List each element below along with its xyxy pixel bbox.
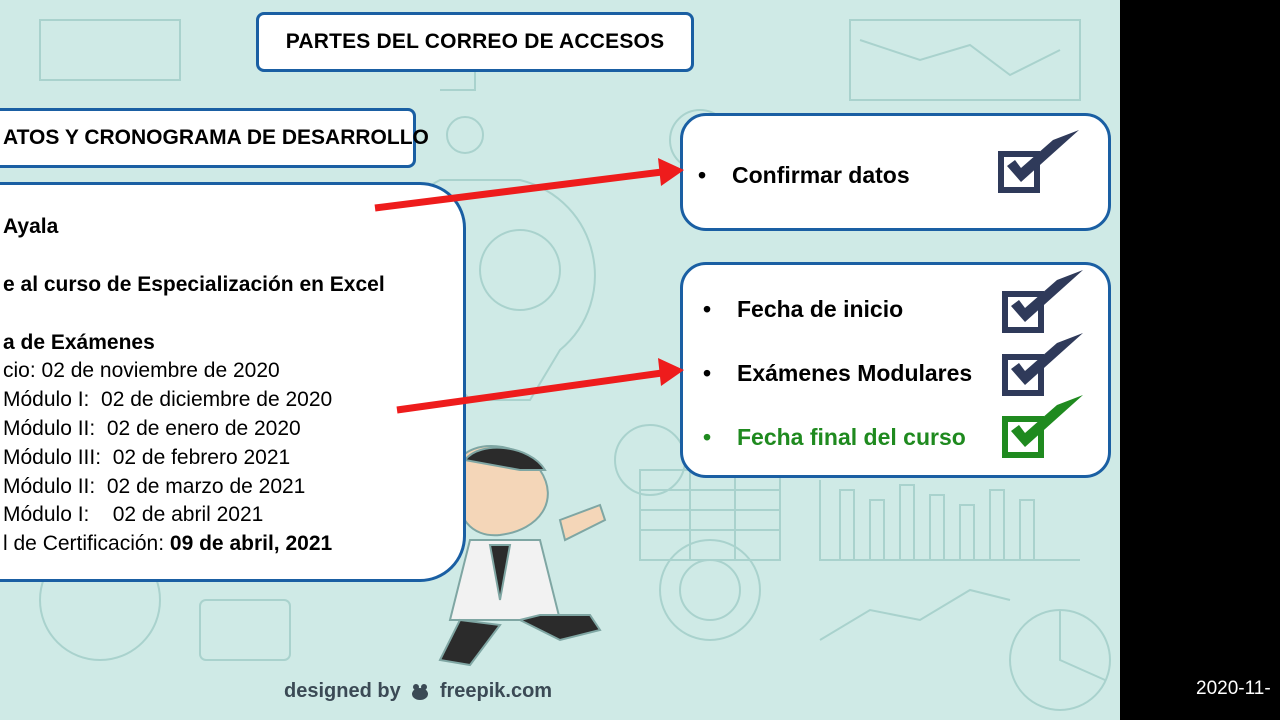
bullet: • bbox=[698, 162, 707, 188]
module-date-line: Módulo I: 02 de abril 2021 bbox=[3, 503, 264, 526]
watermark-brand: freepik.com bbox=[439, 680, 553, 702]
presentation-slide: PARTES DEL CORREO DE ACCESOS ATOS Y CRON… bbox=[0, 0, 1120, 720]
freepik-watermark: designed by freepik.com bbox=[284, 680, 552, 703]
recipient-name: Ayala bbox=[3, 215, 59, 238]
course-welcome-line: e al curso de Especialización en Excel bbox=[3, 273, 385, 296]
check-mark-icon bbox=[998, 130, 1079, 193]
slide-title-box: PARTES DEL CORREO DE ACCESOS bbox=[256, 12, 694, 72]
background-doodles bbox=[39, 19, 1111, 711]
bullet: • bbox=[703, 296, 712, 322]
checklist-item-label: Exámenes Modulares bbox=[737, 360, 973, 386]
watermark-prefix: designed by bbox=[284, 680, 401, 702]
video-timestamp: 2020-11- bbox=[1196, 678, 1271, 699]
checklist-item-label: Confirmar datos bbox=[732, 162, 910, 188]
module-date-line: Módulo II: 02 de enero de 2020 bbox=[3, 417, 301, 440]
section-title-box: ATOS Y CRONOGRAMA DE DESARROLLO bbox=[0, 108, 429, 168]
check-mark-icon bbox=[1002, 333, 1083, 396]
confirm-data-box: • Confirmar datos bbox=[680, 113, 1111, 231]
checklist-item-start-date: • Fecha de inicio bbox=[703, 296, 903, 323]
certification-label: l de Certificación: bbox=[3, 532, 170, 555]
freepik-logo-icon bbox=[412, 683, 429, 700]
checklist-item-modular-exams: • Exámenes Modulares bbox=[703, 360, 972, 387]
dates-checklist-box: • Fecha de inicio • Exámenes Modulares • Fe… bbox=[680, 262, 1111, 478]
slide-title: PARTES DEL CORREO DE ACCESOS bbox=[285, 30, 665, 53]
email-content-box: Ayala e al curso de Especialización en E… bbox=[0, 182, 466, 582]
checklist-item-label: Fecha de inicio bbox=[737, 296, 904, 322]
module-date-line: Módulo I: 02 de diciembre de 2020 bbox=[3, 388, 333, 411]
bullet: • bbox=[703, 424, 712, 450]
checklist-item-confirm-data: • Confirmar datos bbox=[698, 162, 910, 189]
checklist-item-label: Fecha final del curso bbox=[737, 424, 966, 450]
module-date-line: Módulo II: 02 de marzo de 2021 bbox=[3, 475, 306, 498]
start-date-line: cio: 02 de noviembre de 2020 bbox=[3, 359, 280, 382]
bullet: • bbox=[703, 360, 712, 386]
checklist-item-course-end-date: • Fecha final del curso bbox=[703, 424, 966, 451]
check-mark-icon bbox=[1002, 270, 1083, 333]
section-title: ATOS Y CRONOGRAMA DE DESARROLLO bbox=[3, 126, 429, 149]
check-mark-icon bbox=[1002, 395, 1083, 458]
module-date-line: Módulo III: 02 de febrero 2021 bbox=[3, 446, 291, 469]
certification-date: 09 de abril, 2021 bbox=[169, 532, 333, 555]
certification-line: l de Certificación: 09 de abril, 2021 bbox=[3, 532, 332, 556]
exams-heading: a de Exámenes bbox=[3, 331, 155, 354]
